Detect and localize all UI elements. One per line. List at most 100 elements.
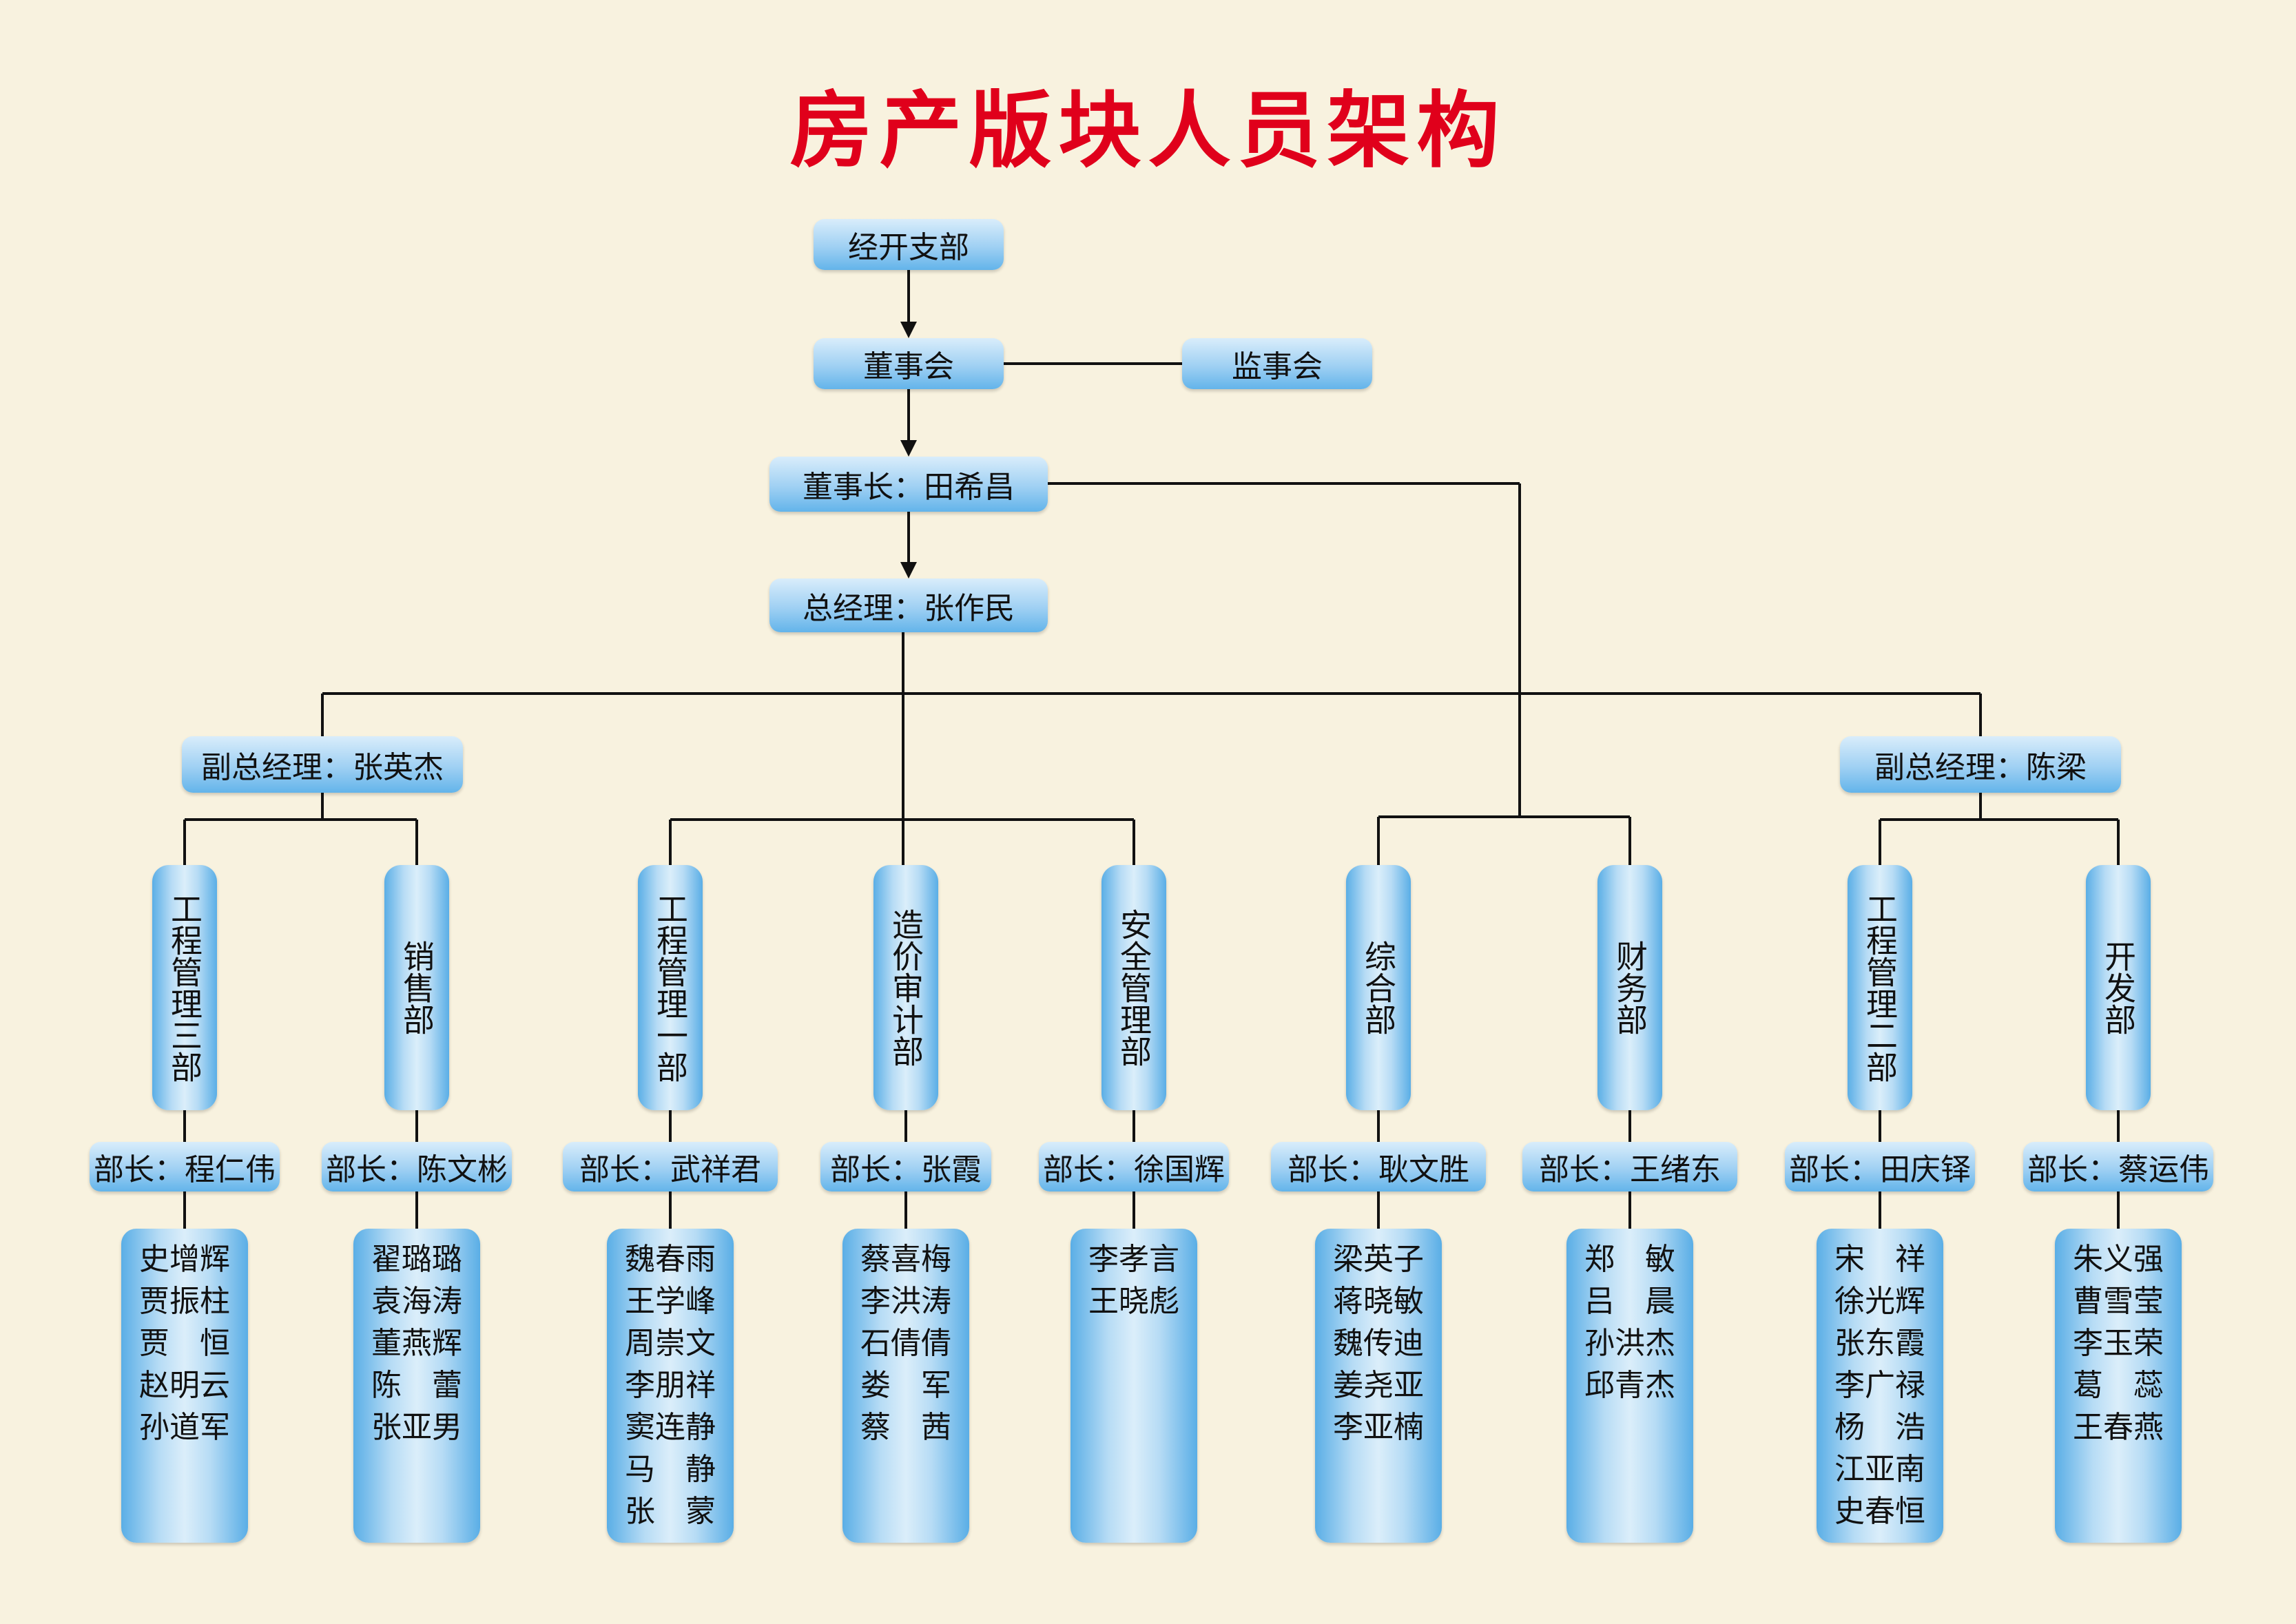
branch-box: 经开支部 <box>814 219 1004 270</box>
dept-name-box-0: 工程管理三部 <box>152 865 217 1110</box>
dept-members-box-0: 史增辉贾振柱贾 恒赵明云孙道军 <box>121 1229 248 1543</box>
arrow-head <box>900 562 917 579</box>
member-name: 娄 军 <box>860 1368 951 1403</box>
member-name: 史春恒 <box>1834 1494 1925 1529</box>
member-name: 邱青杰 <box>1584 1368 1675 1403</box>
member-name: 孙道军 <box>139 1410 230 1445</box>
chairman-label: 董事长：田希昌 <box>803 470 1015 505</box>
dept-head-box-2: 部长：武祥君 <box>563 1142 778 1191</box>
dept-name-box-3: 造价审计部 <box>873 865 938 1110</box>
member-name: 马 静 <box>625 1452 716 1487</box>
arrow-head <box>900 440 917 457</box>
member-name: 宋 祥 <box>1834 1242 1925 1277</box>
dept-head-0: 部长：程仁伟 <box>94 1152 276 1187</box>
dept-head-2: 部长：武祥君 <box>579 1152 761 1187</box>
dept-name-5: 综合部 <box>1360 940 1397 1035</box>
member-name: 贾振柱 <box>139 1284 230 1319</box>
dept-name-box-5: 综合部 <box>1346 865 1411 1110</box>
supervisory-label: 监事会 <box>1232 349 1323 384</box>
member-name: 朱义强 <box>2073 1242 2164 1277</box>
dept-name-8: 开发部 <box>2100 940 2137 1035</box>
member-name: 李孝言 <box>1088 1242 1179 1277</box>
deputy-label-0: 副总经理：张英杰 <box>201 750 444 785</box>
dept-name-2: 工程管理一部 <box>652 893 689 1083</box>
deputy-box-0: 副总经理：张英杰 <box>182 736 463 793</box>
dept-head-6: 部长：王绪东 <box>1539 1152 1721 1187</box>
member-name: 魏春雨 <box>625 1242 716 1277</box>
dept-name-7: 工程管理二部 <box>1861 893 1899 1083</box>
dept-members-box-7: 宋 祥徐光辉张东霞李广禄杨 浩江亚南史春恒 <box>1817 1229 1943 1543</box>
member-name: 王学峰 <box>625 1284 716 1319</box>
supervisory-box: 监事会 <box>1182 338 1372 389</box>
member-name: 周崇文 <box>625 1326 716 1361</box>
member-name: 蒋晓敏 <box>1333 1284 1424 1319</box>
member-name: 蔡 茜 <box>860 1410 951 1445</box>
member-name: 王晓彪 <box>1088 1284 1179 1319</box>
dept-members-box-4: 李孝言王晓彪 <box>1071 1229 1197 1543</box>
member-name: 石倩倩 <box>860 1326 951 1361</box>
dept-name-0: 工程管理三部 <box>166 893 203 1083</box>
deputy-label-1: 副总经理：陈梁 <box>1874 750 2087 785</box>
dept-name-3: 造价审计部 <box>887 908 924 1067</box>
dept-members-box-1: 翟璐璐袁海涛董燕辉陈 蕾张亚男 <box>353 1229 480 1543</box>
member-name: 郑 敏 <box>1584 1242 1675 1277</box>
dept-head-5: 部长：耿文胜 <box>1287 1152 1469 1187</box>
dept-head-box-1: 部长：陈文彬 <box>322 1142 512 1191</box>
member-name: 史增辉 <box>139 1242 230 1277</box>
member-name: 张 蒙 <box>625 1494 716 1529</box>
member-name: 王春燕 <box>2073 1410 2164 1445</box>
member-name: 张亚男 <box>371 1410 462 1445</box>
member-name: 姜尧亚 <box>1333 1368 1424 1403</box>
member-name: 蔡喜梅 <box>860 1242 951 1277</box>
member-name: 梁英子 <box>1333 1242 1424 1277</box>
dept-head-8: 部长：蔡运伟 <box>2027 1152 2209 1187</box>
member-name: 窦连静 <box>625 1410 716 1445</box>
member-name: 徐光辉 <box>1834 1284 1925 1319</box>
gm-box: 总经理：张作民 <box>769 579 1048 632</box>
member-name: 李亚楠 <box>1333 1410 1424 1445</box>
member-name: 魏传迪 <box>1333 1326 1424 1361</box>
dept-head-4: 部长：徐国辉 <box>1043 1152 1225 1187</box>
dept-head-box-6: 部长：王绪东 <box>1522 1142 1737 1191</box>
dept-head-box-8: 部长：蔡运伟 <box>2023 1142 2213 1191</box>
dept-head-7: 部长：田庆铎 <box>1789 1152 1971 1187</box>
member-name: 陈 蕾 <box>371 1368 462 1403</box>
board-label: 董事会 <box>863 349 954 384</box>
dept-head-box-7: 部长：田庆铎 <box>1785 1142 1975 1191</box>
member-name: 赵明云 <box>139 1368 230 1403</box>
dept-name-box-2: 工程管理一部 <box>638 865 703 1110</box>
dept-head-box-4: 部长：徐国辉 <box>1039 1142 1229 1191</box>
member-name: 李玉荣 <box>2073 1326 2164 1361</box>
member-name: 吕 晨 <box>1584 1284 1675 1319</box>
member-name: 江亚南 <box>1834 1452 1925 1487</box>
member-name: 李洪涛 <box>860 1284 951 1319</box>
dept-name-box-6: 财务部 <box>1597 865 1662 1110</box>
board-box: 董事会 <box>814 338 1004 389</box>
dept-name-1: 销售部 <box>398 940 435 1035</box>
dept-head-box-3: 部长：张霞 <box>820 1142 991 1191</box>
chart-title: 房产版块人员架构 <box>789 83 1507 179</box>
member-name: 李朋祥 <box>625 1368 716 1403</box>
member-name: 曹雪莹 <box>2073 1284 2164 1319</box>
dept-name-box-1: 销售部 <box>384 865 449 1110</box>
gm-label: 总经理：张作民 <box>803 591 1015 626</box>
member-name: 葛 蕊 <box>2073 1368 2164 1403</box>
dept-head-box-5: 部长：耿文胜 <box>1271 1142 1486 1191</box>
dept-head-3: 部长：张霞 <box>830 1152 982 1187</box>
member-name: 袁海涛 <box>371 1284 462 1319</box>
dept-members-box-2: 魏春雨王学峰周崇文李朋祥窦连静马 静张 蒙 <box>607 1229 734 1543</box>
dept-members-box-5: 梁英子蒋晓敏魏传迪姜尧亚李亚楠 <box>1315 1229 1442 1543</box>
dept-head-box-0: 部长：程仁伟 <box>90 1142 280 1191</box>
chairman-box: 董事长：田希昌 <box>769 457 1048 512</box>
dept-name-box-7: 工程管理二部 <box>1848 865 1912 1110</box>
dept-members-box-3: 蔡喜梅李洪涛石倩倩娄 军蔡 茜 <box>842 1229 969 1543</box>
dept-name-box-4: 安全管理部 <box>1102 865 1166 1110</box>
arrow-head <box>900 322 917 338</box>
member-name: 贾 恒 <box>139 1326 230 1361</box>
dept-name-6: 财务部 <box>1611 940 1648 1035</box>
member-name: 张东霞 <box>1834 1326 1925 1361</box>
dept-name-box-8: 开发部 <box>2086 865 2151 1110</box>
member-name: 李广禄 <box>1834 1368 1925 1403</box>
